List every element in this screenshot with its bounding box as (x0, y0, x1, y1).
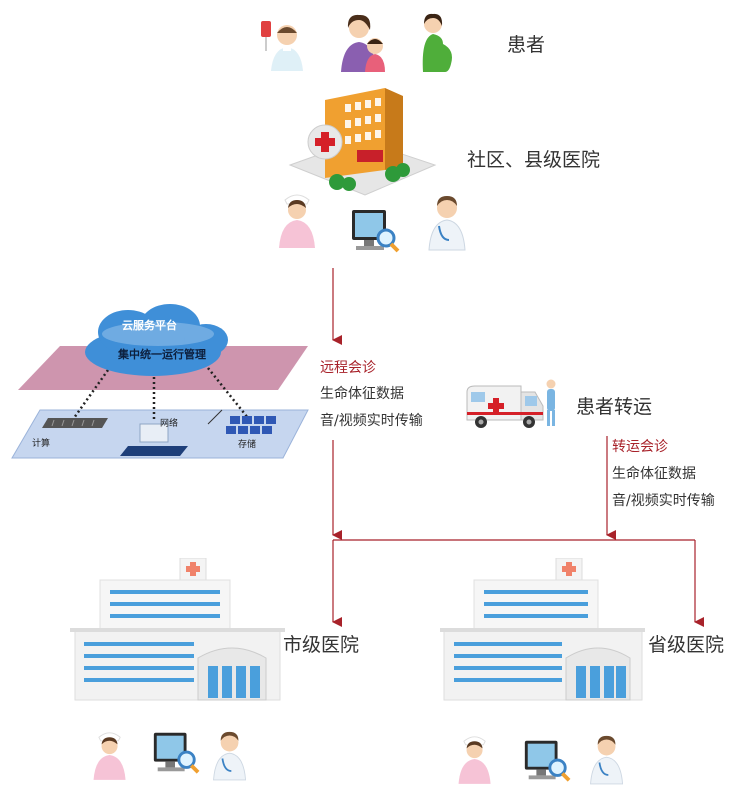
transfer-consult-title: 转运会诊 (612, 439, 668, 455)
monitor-search-icon (352, 210, 400, 253)
community-staff-group (270, 190, 470, 255)
province-hospital-building-icon (440, 558, 645, 701)
cloud-shape (85, 304, 228, 376)
network-label: 网络 (160, 419, 179, 429)
patients-group (255, 10, 465, 75)
pregnant-woman-icon (422, 13, 452, 72)
doctor-icon (213, 731, 247, 781)
ambulance-icon (466, 379, 556, 428)
city-hospital-building-icon (70, 558, 285, 701)
remote-consult-line1: 生命体征数据 (320, 386, 404, 402)
cloud-subtitle: 集中统一运行管理 (118, 348, 206, 361)
mother-child-icon (341, 14, 385, 72)
city-staff-group (90, 726, 260, 788)
province-staff-group (455, 730, 630, 792)
patient-iv-icon (261, 21, 303, 71)
storage-cubes (226, 416, 276, 434)
compute-label: 计算 (32, 439, 51, 449)
community-hospital-building-icon (288, 88, 437, 196)
remote-consult-title: 远程会诊 (320, 360, 376, 376)
doctor-icon (428, 196, 466, 251)
monitor-search-icon (524, 740, 571, 782)
cloud-title: 云服务平台 (122, 319, 177, 332)
remote-consult-line2: 音/视频实时传输 (320, 413, 423, 429)
monitor-search-icon (153, 732, 200, 774)
transfer-label: 患者转运 (576, 396, 653, 418)
transfer-line1: 生命体征数据 (612, 466, 696, 482)
doctor-icon (590, 735, 624, 785)
nurse-icon (93, 732, 126, 780)
compute-rack (42, 418, 108, 428)
nurse-icon (279, 194, 315, 248)
patients-label: 患者 (507, 34, 546, 56)
city-hospital-label: 市级医院 (283, 634, 360, 656)
community-hospital-label: 社区、县级医院 (467, 149, 601, 171)
nurse-icon (458, 736, 491, 784)
storage-label: 存储 (238, 440, 257, 450)
province-hospital-label: 省级医院 (648, 634, 725, 656)
cloud-platform-illustration (11, 304, 309, 459)
transfer-line2: 音/视频实时传输 (612, 493, 715, 509)
